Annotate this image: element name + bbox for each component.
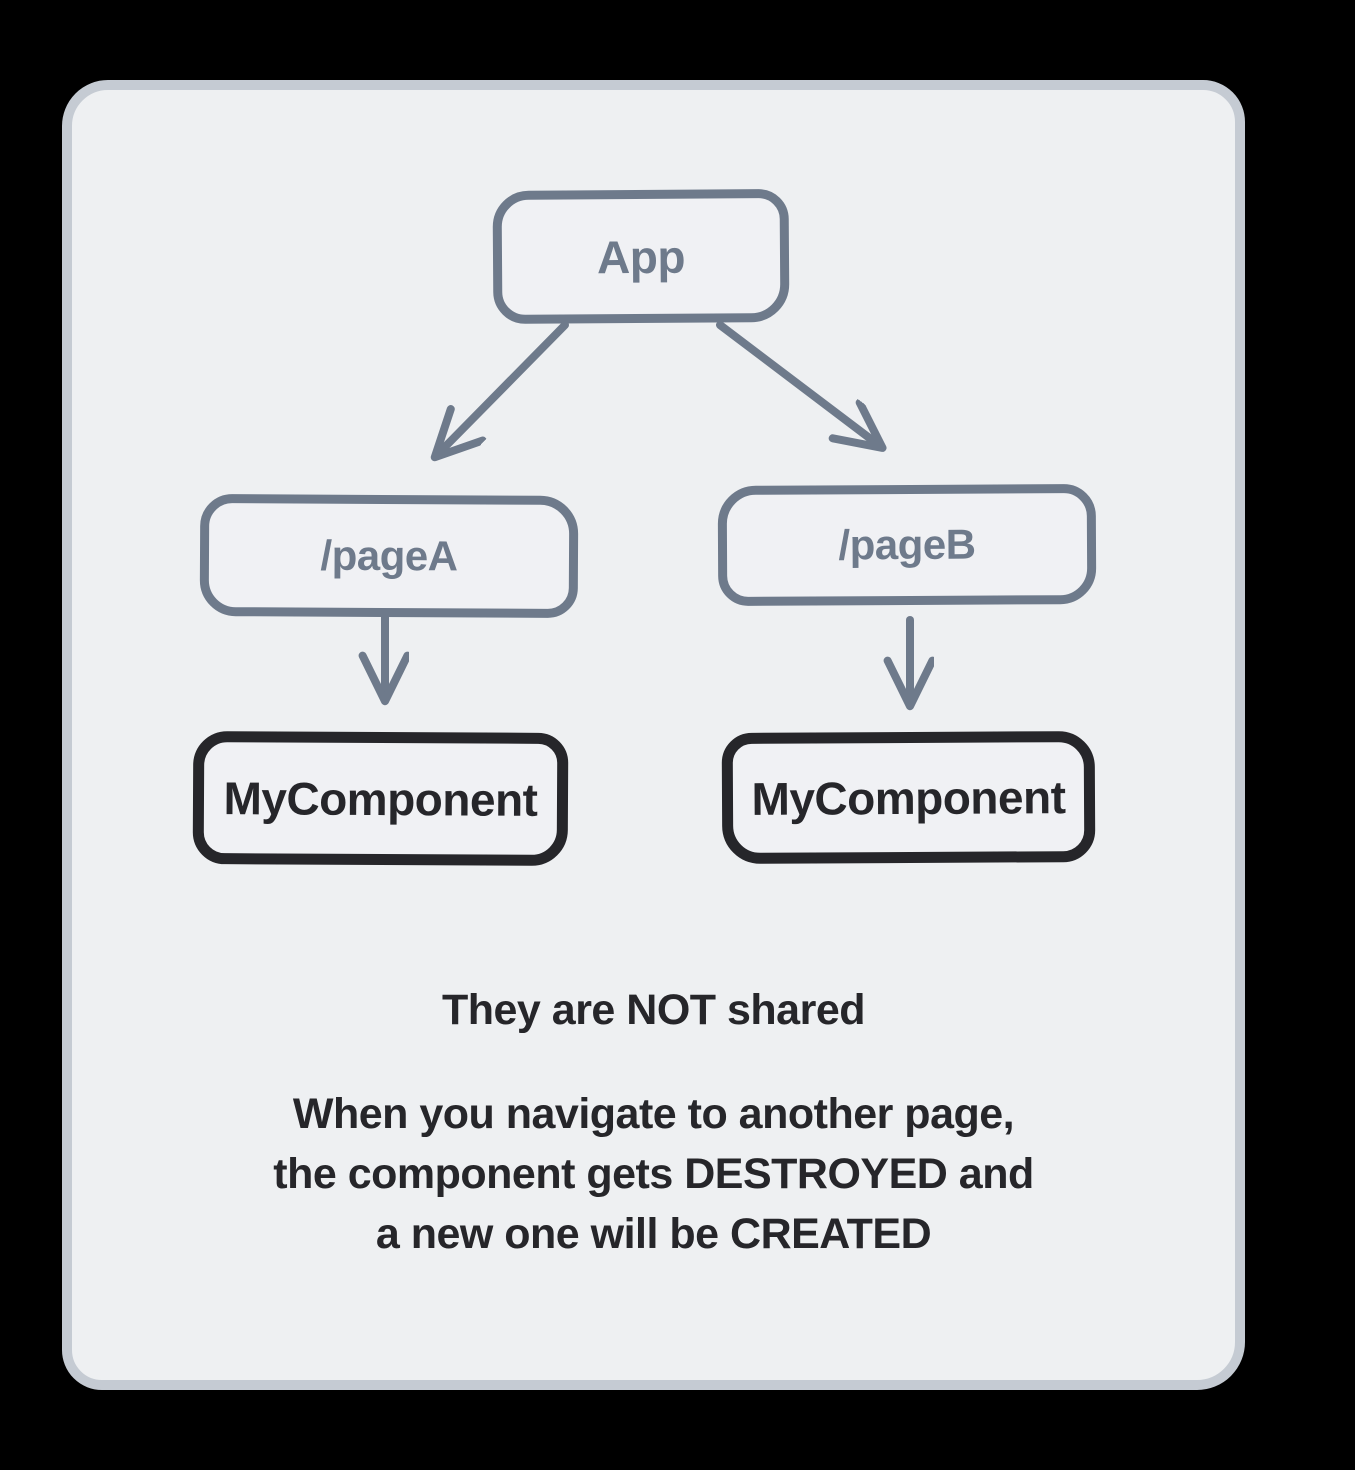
node-mycomponent-right: MyComponent bbox=[721, 731, 1096, 864]
node-app-label: App bbox=[596, 230, 686, 283]
note-heading: They are NOT shared bbox=[441, 986, 866, 1034]
edge-app-to-pageb bbox=[716, 321, 880, 446]
node-pageb: /pageB bbox=[717, 484, 1097, 606]
node-pageb-label: /pageB bbox=[838, 520, 976, 569]
node-mycomponent-left-label: MyComponent bbox=[223, 771, 538, 826]
node-mycomponent-right-label: MyComponent bbox=[751, 770, 1066, 825]
note-paragraph-line-1: When you navigate to another page, bbox=[292, 1090, 1015, 1138]
node-pagea-label: /pageA bbox=[320, 531, 458, 580]
node-pagea: /pageA bbox=[199, 494, 579, 618]
note-paragraph: When you navigate to another page, the c… bbox=[62, 1084, 1245, 1264]
node-mycomponent-left: MyComponent bbox=[192, 731, 569, 866]
note-paragraph-line-2: the component gets DESTROYED and bbox=[273, 1150, 1034, 1198]
node-app: App bbox=[492, 188, 790, 325]
edge-app-to-pagea bbox=[437, 321, 569, 455]
note-paragraph-line-3: a new one will be CREATED bbox=[375, 1210, 932, 1258]
